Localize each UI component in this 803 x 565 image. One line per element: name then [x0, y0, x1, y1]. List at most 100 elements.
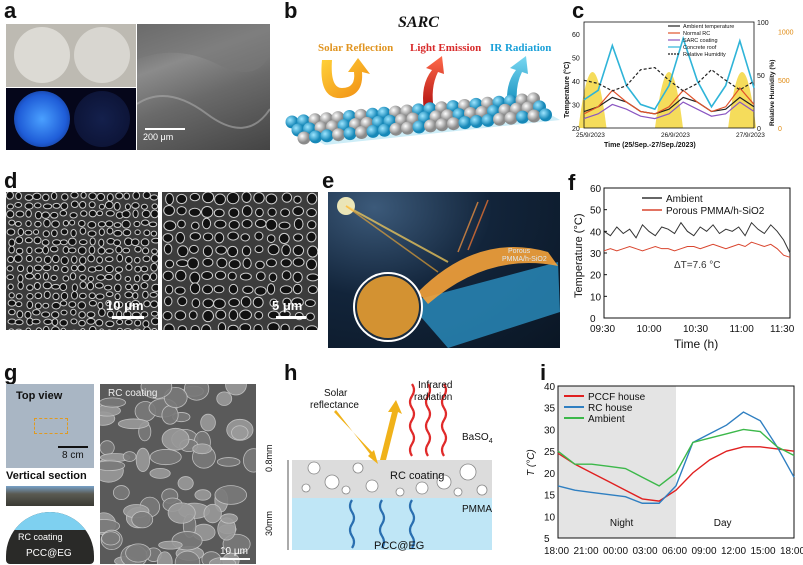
series-line [557, 411, 795, 504]
pore [24, 272, 35, 280]
pore [49, 245, 59, 253]
sem-porous-left: 10 μm [5, 191, 161, 337]
light-emission-arrow [423, 56, 444, 110]
scale-bar [112, 316, 144, 319]
pore [96, 210, 104, 217]
pore [87, 220, 97, 229]
pore [307, 245, 318, 258]
night-region [558, 386, 676, 538]
pore [133, 274, 141, 283]
baso4-label: BaSO4 [462, 432, 493, 445]
pore [26, 300, 34, 310]
pore [239, 309, 252, 321]
pore [242, 257, 252, 269]
panel-letter: i [540, 360, 547, 385]
reflect-arrow [380, 400, 402, 460]
series-line [583, 66, 755, 92]
pore [266, 283, 276, 295]
pore [216, 257, 228, 269]
grain [158, 540, 183, 550]
pore [35, 256, 42, 263]
pore [32, 309, 41, 316]
grain [149, 467, 171, 479]
dim-label-2: 30mm [264, 510, 274, 536]
pore [88, 201, 96, 209]
pore [176, 259, 189, 268]
pore [6, 274, 15, 280]
pore [241, 245, 252, 257]
legend-label: PCCF house [588, 392, 646, 403]
y3-tick-label: 500 [778, 78, 790, 85]
pore [190, 221, 200, 230]
pore [43, 290, 51, 300]
pore [125, 263, 133, 271]
y2-tick-label: 100 [757, 20, 769, 27]
pore [88, 192, 97, 200]
y-tick-label: 60 [572, 32, 580, 39]
solar-irradiance-area [578, 72, 607, 128]
grain [220, 513, 238, 524]
pore [88, 209, 97, 218]
pore [116, 253, 124, 263]
y-tick-label: 20 [544, 469, 556, 480]
solar-reflection-arrow [321, 58, 370, 99]
porous-label-2: PMMA/h-SiO2 [502, 256, 547, 263]
pore [105, 248, 114, 254]
pore [77, 301, 86, 310]
grey-particle [435, 118, 449, 132]
panel-h: h Solar reflectance Infrared radiation B… [262, 360, 522, 565]
pore [42, 264, 52, 272]
grain [184, 376, 210, 401]
baso4-particle [395, 487, 405, 497]
pore [8, 308, 16, 316]
x-tick-label: 12:00 [721, 546, 746, 557]
pore [96, 192, 106, 202]
pore [26, 284, 34, 291]
y2-tick-label: 0 [757, 126, 761, 133]
porous-label: Porous [508, 248, 531, 255]
panel-letter: g [4, 360, 18, 385]
pore [269, 298, 278, 308]
pore [306, 192, 318, 205]
pore [214, 232, 225, 244]
pore [151, 317, 160, 326]
pore [98, 328, 105, 337]
pore [122, 247, 131, 254]
pore [33, 229, 40, 235]
pore [149, 194, 159, 201]
pore [305, 325, 318, 334]
pore [69, 212, 78, 219]
pore [34, 302, 42, 310]
pore [114, 293, 121, 301]
pore [202, 232, 214, 242]
pore [50, 274, 58, 282]
panel-letter: h [284, 360, 298, 385]
scale-bar [276, 316, 306, 319]
pore [254, 286, 267, 296]
pore [105, 256, 114, 263]
pore [60, 228, 69, 236]
y-tick-label: 40 [590, 227, 602, 238]
pore [105, 210, 115, 217]
pore [17, 281, 24, 290]
pore [239, 323, 252, 333]
pore [67, 237, 77, 246]
pore [228, 298, 240, 308]
pore [51, 311, 60, 319]
pore [227, 324, 239, 334]
pore [42, 272, 50, 281]
pore [151, 203, 159, 210]
pore [202, 284, 214, 295]
pore [24, 237, 33, 244]
pore [104, 273, 114, 281]
pore [278, 232, 290, 244]
pore [70, 228, 77, 238]
pore [78, 319, 86, 327]
annotation: ΔT=7.6 °C [674, 260, 721, 271]
pore [113, 201, 121, 211]
pore [70, 318, 78, 325]
pore [16, 310, 24, 319]
grain [216, 391, 233, 406]
solar-irradiance-area [655, 72, 683, 128]
rc-coating-label: RC coating [108, 388, 158, 399]
